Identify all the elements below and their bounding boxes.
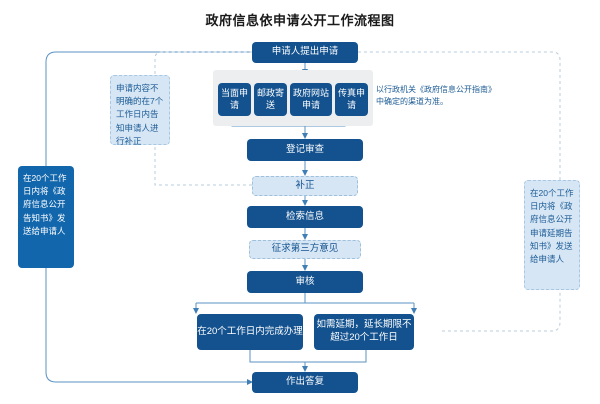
node-start[interactable]: 申请人提出申请: [252, 42, 358, 63]
note-left-notice-label: 在20个工作日内将《政府信息公开告知书》发送给申请人: [23, 173, 67, 236]
channel-fax[interactable]: 传真申请: [335, 83, 368, 116]
channel-in-person-label: 当面申请: [220, 87, 248, 110]
node-extension-label: 如需延期，延长期限不超过20个工作日: [316, 319, 412, 343]
node-supplement-label: 补正: [295, 179, 315, 191]
note-right-notice: 在20个工作日内将《政府信息公开申请延期告知书》发送给申请人: [524, 180, 580, 290]
note-left-notice: 在20个工作日内将《政府信息公开告知书》发送给申请人: [18, 166, 74, 268]
note-channel-source: 以行政机关《政府信息公开指南》中确定的渠道为准。: [376, 84, 494, 114]
node-extension[interactable]: 如需延期，延长期限不超过20个工作日: [314, 314, 414, 350]
node-start-label: 申请人提出申请: [271, 46, 339, 58]
node-supplement[interactable]: 补正: [252, 176, 358, 196]
note-supplement-label: 申请内容不明确的在7个工作日内告知申请人进行补正: [116, 83, 164, 146]
note-channel-source-label: 以行政机关《政府信息公开指南》中确定的渠道为准。: [376, 85, 492, 106]
node-reply[interactable]: 作出答复: [252, 372, 358, 393]
node-registration-review-label: 登记审查: [285, 143, 324, 155]
channel-postal-label: 邮政寄送: [256, 87, 284, 110]
note-right-notice-label: 在20个工作日内将《政府信息公开申请延期告知书》发送给申请人: [530, 188, 574, 264]
node-registration-review[interactable]: 登记审查: [247, 139, 363, 161]
node-complete-within-20-days-label: 在20个工作日内完成办理: [197, 325, 303, 337]
page-title: 政府信息依申请公开工作流程图: [205, 13, 395, 28]
node-review[interactable]: 审核: [247, 271, 363, 293]
node-third-party-opinion[interactable]: 征求第三方意见: [249, 240, 361, 259]
channel-in-person[interactable]: 当面申请: [218, 83, 251, 116]
node-review-label: 审核: [295, 275, 315, 287]
node-search-information[interactable]: 检索信息: [247, 206, 363, 228]
node-reply-label: 作出答复: [285, 376, 324, 388]
channel-postal[interactable]: 邮政寄送: [254, 83, 287, 116]
channel-fax-label: 传真申请: [337, 87, 365, 110]
node-complete-within-20-days[interactable]: 在20个工作日内完成办理: [197, 314, 303, 350]
channel-website-label: 政府网站申请: [292, 87, 329, 110]
node-search-information-label: 检索信息: [285, 210, 324, 222]
node-third-party-opinion-label: 征求第三方意见: [271, 243, 339, 255]
note-supplement: 申请内容不明确的在7个工作日内告知申请人进行补正: [110, 75, 170, 146]
channel-website[interactable]: 政府网站申请: [290, 83, 332, 116]
